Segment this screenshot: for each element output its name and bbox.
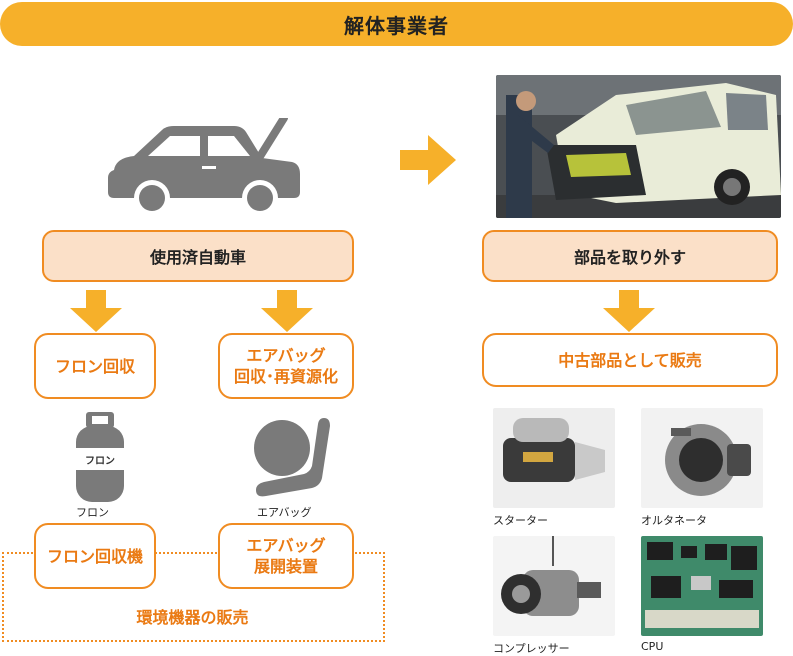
freon-tank-icon: フロン bbox=[72, 412, 128, 502]
header-banner: 解体事業者 bbox=[0, 2, 793, 46]
alternator-photo bbox=[641, 408, 763, 508]
sell-used-parts-label: 中古部品として販売 bbox=[558, 350, 702, 370]
starter-photo bbox=[493, 408, 615, 508]
remove-parts-label: 部品を取り外す bbox=[573, 248, 686, 267]
end-of-life-vehicle-box: 使用済自動車 bbox=[42, 230, 354, 282]
environmental-equipment-sales-area bbox=[2, 552, 385, 642]
airbag-recovery-box: エアバッグ 回収･再資源化 bbox=[218, 333, 354, 399]
freon-caption: フロン bbox=[76, 506, 109, 519]
freon-recovery-box: フロン回収 bbox=[34, 333, 156, 399]
part-label: コンプレッサー bbox=[493, 642, 570, 655]
airbag-caption: エアバッグ bbox=[257, 506, 312, 519]
down-arrow-icon bbox=[70, 290, 122, 332]
car-icon bbox=[108, 118, 300, 216]
airbag-seat-icon bbox=[254, 418, 330, 497]
airbag-deployment-label-line1: エアバッグ bbox=[246, 536, 326, 555]
environmental-equipment-sales-label: 環境機器の販売 bbox=[136, 608, 249, 627]
part-label: スターター bbox=[493, 514, 548, 527]
part-label: オルタネータ bbox=[641, 514, 707, 527]
compressor-photo bbox=[493, 536, 615, 636]
down-arrow-icon bbox=[603, 290, 655, 332]
down-arrow-icon bbox=[261, 290, 313, 332]
airbag-recovery-label-line2: 回収･再資源化 bbox=[233, 367, 338, 386]
end-of-life-vehicle-label: 使用済自動車 bbox=[149, 248, 246, 267]
part-label: CPU bbox=[641, 640, 664, 653]
freon-recovery-label: フロン回収 bbox=[54, 356, 135, 376]
freon-tank-label: フロン bbox=[85, 455, 115, 467]
header-title: 解体事業者 bbox=[344, 13, 449, 38]
cpu-board-photo bbox=[641, 536, 763, 636]
airbag-deployment-label-line2: 展開装置 bbox=[253, 557, 318, 576]
right-arrow-icon bbox=[400, 135, 456, 185]
remove-parts-box: 部品を取り外す bbox=[482, 230, 778, 282]
airbag-recovery-label-line1: エアバッグ bbox=[246, 346, 326, 365]
freon-recovery-machine-box: フロン回収機 bbox=[34, 523, 156, 589]
sell-used-parts-box: 中古部品として販売 bbox=[482, 333, 778, 387]
freon-recovery-machine-label: フロン回収機 bbox=[46, 546, 143, 566]
dismantling-photo bbox=[496, 75, 781, 218]
airbag-deployment-device-box: エアバッグ 展開装置 bbox=[218, 523, 354, 589]
